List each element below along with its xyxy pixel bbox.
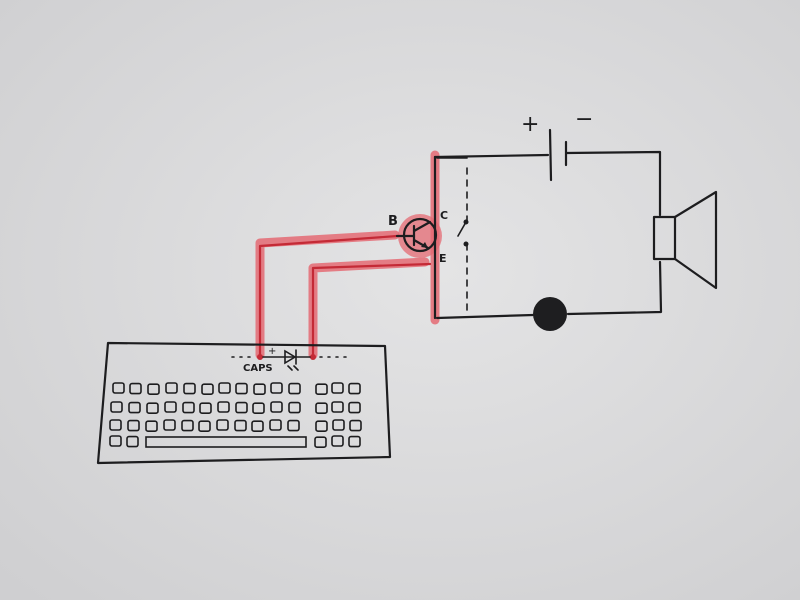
keyboard-key [199,402,212,415]
keyboard-key [217,401,230,413]
keyboard-key [112,382,125,394]
keyboard-key [349,419,362,432]
bottom-wire-left [435,313,535,320]
spacebar [145,436,307,448]
top-wire-left [433,153,550,159]
emitter-label: E [439,252,447,265]
caps-label: CAPS [243,363,273,374]
top-wire-right [565,150,662,217]
keyboard-keys [109,382,362,449]
keyboard-key [165,382,178,394]
keyboard-key [270,382,283,394]
led-plus-label: + [268,346,276,357]
keyboard-key [201,383,214,396]
battery-plus-label: + [521,112,539,137]
keyboard-key [331,382,344,394]
keyboard-key [287,419,300,432]
keyboard-key [348,401,361,414]
caps-contact-point [257,354,263,360]
npn-transistor-icon [395,217,438,253]
keyboard-key [348,382,361,395]
keyboard-key [315,420,328,433]
collector-label: C [440,209,448,222]
keyboard-key [269,419,282,431]
emitter-wire [311,262,432,358]
keyboard-key [182,401,195,414]
keyboard-key [331,435,344,447]
keyboard-icon [96,341,392,465]
keyboard-key [235,401,248,414]
keyboard-key [109,435,122,447]
keyboard-key [145,420,158,433]
keyboard-key [270,401,283,413]
keyboard-key [315,402,328,415]
bottom-wire-right [566,260,663,316]
keyboard-key [314,436,327,449]
keyboard-key [253,383,266,396]
base-label: B [388,214,398,229]
battery-icon [548,128,568,182]
keyboard-key [198,420,211,433]
keyboard-key [218,382,231,394]
keyboard-key [252,402,265,415]
keyboard-key [235,382,248,395]
keyboard-key [126,435,139,448]
keyboard-key [288,401,301,414]
switch-icon [457,219,469,247]
keyboard-key [332,419,345,431]
led-diode-icon [284,349,299,371]
led-contact-point [310,354,316,360]
keyboard-key [146,402,159,415]
keyboard-key [163,419,176,431]
keyboard-key [216,419,229,431]
keyboard-key [315,383,328,396]
keyboard-key [128,401,141,414]
keyboard-key [127,419,140,432]
keyboard-key [234,419,247,432]
keyboard-key [348,435,361,448]
keyboard-key [181,419,194,432]
solid-dot-icon [533,297,567,331]
battery-minus-label: − [575,107,593,132]
keyboard-key [147,383,160,396]
keyboard-key [251,420,264,433]
keyboard-key [164,401,177,413]
keyboard-key [331,401,344,413]
base-wire [258,234,399,357]
keyboard-key [288,382,301,395]
speaker-icon [652,190,718,290]
keyboard-key [183,382,196,395]
keyboard-key [109,419,122,431]
keyboard-key [129,382,142,395]
keyboard-key [110,401,123,413]
